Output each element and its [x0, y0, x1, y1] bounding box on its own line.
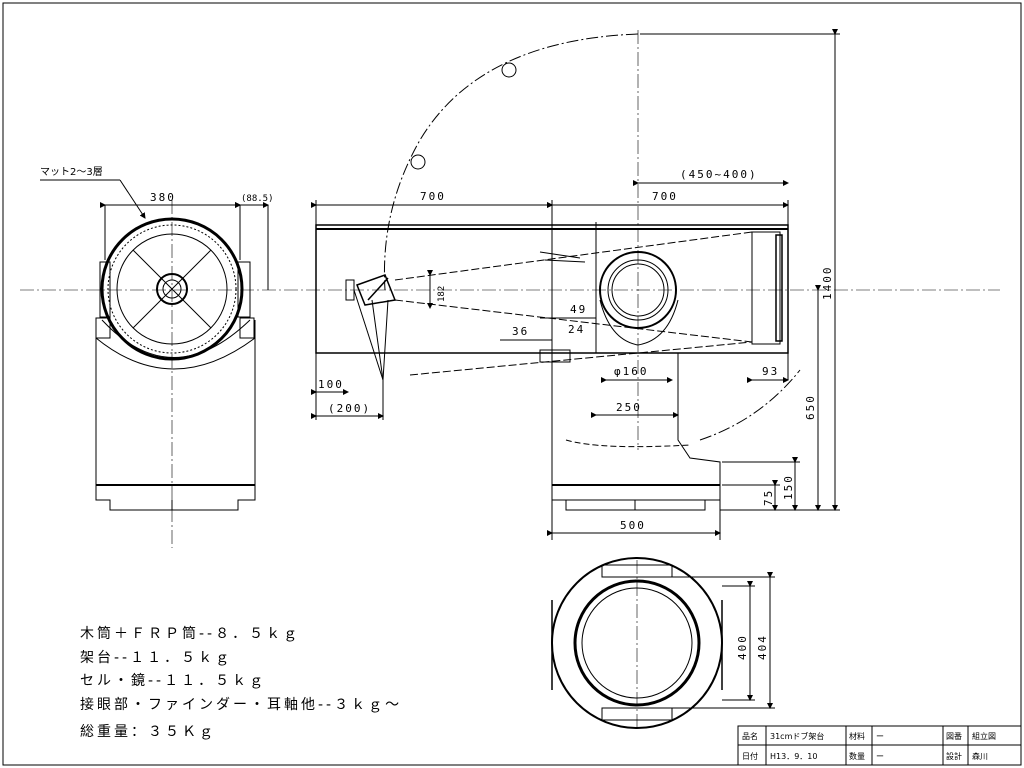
- end-view: [20, 179, 1000, 548]
- side-view: [311, 29, 840, 540]
- dim-250: 250: [616, 401, 642, 414]
- weight-line-mount: 架台--１１．５ｋｇ: [80, 650, 232, 666]
- weight-line-cell: セル・鏡--１１．５ｋｇ: [80, 673, 266, 689]
- tb-date-label: 日付: [742, 751, 758, 761]
- dim-88-5: (88.5): [241, 194, 274, 204]
- dim-650: 650: [804, 394, 817, 420]
- dim-36: 36: [512, 325, 529, 338]
- tb-material-label: 材料: [849, 731, 865, 741]
- tb-design-value: 森川: [972, 751, 988, 761]
- dim-24: 24: [568, 323, 585, 336]
- dim-400: 400: [736, 634, 749, 660]
- dim-500: 500: [620, 519, 646, 532]
- dim-100: 100: [318, 378, 344, 391]
- tb-qty-label: 数量: [849, 751, 865, 761]
- dim-phi160: φ160: [614, 365, 649, 378]
- weight-notes: 木筒＋ＦＲＰ筒--８．５ｋｇ 架台--１１．５ｋｇ セル・鏡--１１．５ｋｇ 接…: [80, 625, 402, 740]
- dim-75: 75: [762, 489, 775, 506]
- dim-700-right: 700: [652, 190, 678, 203]
- tb-design-label: 設計: [946, 751, 962, 761]
- dim-404: 404: [756, 634, 769, 660]
- dim-700-left: 700: [420, 190, 446, 203]
- tb-date-value: H13．9．10: [770, 752, 817, 761]
- dim-150: 150: [782, 474, 795, 500]
- callout-mat: マット2～3層: [40, 166, 103, 178]
- weight-line-focuser: 接眼部・ファインダー・耳軸他--３ｋｇ～: [80, 696, 402, 713]
- tb-qty-value: ー: [876, 752, 884, 761]
- title-block: [737, 725, 1022, 766]
- dim-200: (200): [328, 402, 371, 415]
- dim-380: 380: [150, 191, 176, 204]
- dim-1400: 1400: [821, 266, 834, 301]
- tb-drawing-no-label: 図番: [946, 731, 962, 741]
- tb-name-value: 31cmドブ架台: [770, 731, 824, 741]
- weight-line-tube: 木筒＋ＦＲＰ筒--８．５ｋｇ: [80, 625, 300, 642]
- bottom-view: [551, 557, 775, 730]
- dim-182: 182: [437, 286, 447, 302]
- tb-material-value: ー: [876, 732, 884, 741]
- tb-drawing-no-value: 組立図: [972, 731, 996, 741]
- dim-450-400: (450~400): [680, 168, 758, 181]
- dim-49: 49: [570, 303, 587, 316]
- dim-93: 93: [762, 365, 779, 378]
- tb-name-label: 品名: [742, 731, 758, 741]
- weight-line-total: 総重量：３５Ｋｇ: [80, 724, 216, 740]
